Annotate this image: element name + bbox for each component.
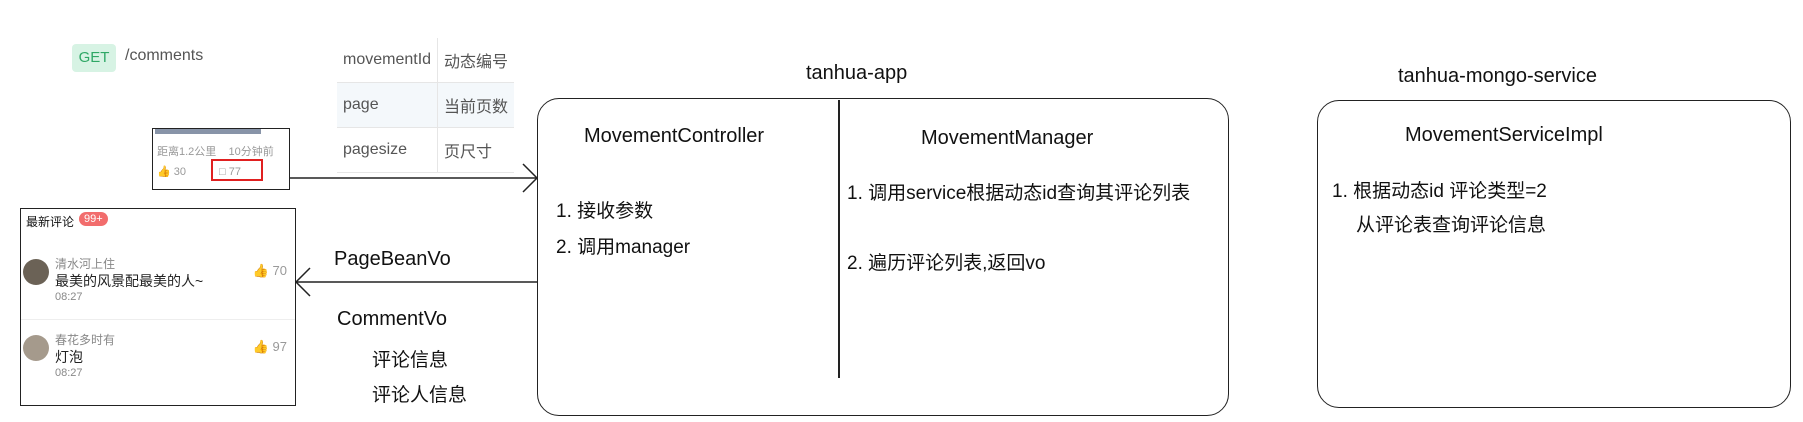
manager-title: MovementManager	[921, 127, 1094, 149]
comment-item: 春花多时有 灯泡 08:27 👍 97	[21, 329, 295, 389]
controller-step-1: 1. 接收参数	[556, 201, 654, 222]
comments-count-badge: 99+	[79, 212, 108, 226]
param-row: page 当前页数	[337, 82, 515, 128]
comment-like-count: 70	[272, 263, 287, 278]
comment-like[interactable]: 👍 70	[253, 263, 287, 279]
comment-time: 08:27	[55, 291, 83, 303]
comment-icon: □	[219, 166, 226, 178]
thumb-up-icon: 👍	[252, 263, 269, 278]
param-name: pagesize	[337, 127, 439, 173]
param-row: movementId 动态编号	[337, 38, 515, 83]
comment-text: 灯泡	[55, 349, 83, 365]
controller-title: MovementController	[584, 125, 765, 147]
manager-step-2: 2. 遍历评论列表,返回vo	[847, 253, 1046, 274]
comment-item: 清水河上住 最美的风景配最美的人~ 08:27 👍 70	[21, 253, 295, 313]
service-impl-title: MovementServiceImpl	[1405, 124, 1603, 146]
controller-step-2: 2. 调用manager	[556, 237, 691, 258]
app-divider	[838, 100, 840, 378]
like-count[interactable]: 👍 30	[157, 165, 186, 178]
commenter-name: 春花多时有	[55, 333, 116, 347]
http-method-badge: GET	[72, 44, 116, 72]
like-count-value: 30	[173, 166, 187, 178]
comment-text: 最美的风景配最美的人~	[55, 273, 204, 289]
commenter-name: 清水河上住	[55, 257, 116, 271]
movement-card: 距离1.2公里 10分钟前 👍 30 □ 77	[152, 128, 290, 190]
endpoint-path: /comments	[125, 47, 204, 64]
param-desc: 当前页数	[437, 82, 515, 128]
comment-count-value: 77	[228, 166, 241, 178]
comments-panel: 最新评论 99+ 清水河上住 最美的风景配最美的人~ 08:27 👍 70 春花…	[20, 208, 296, 406]
comment-time: 08:27	[55, 367, 83, 379]
param-row: pagesize 页尺寸	[337, 127, 515, 173]
distance-text: 距离1.2公里	[157, 146, 217, 158]
param-name: page	[337, 82, 439, 128]
image-strip	[155, 129, 261, 134]
thumb-up-icon: 👍	[157, 166, 171, 178]
param-name: movementId	[337, 38, 439, 83]
avatar	[23, 335, 49, 361]
avatar	[23, 259, 49, 285]
commenter-info-label: 评论人信息	[372, 385, 468, 406]
comment-like[interactable]: 👍 97	[253, 339, 287, 355]
params-table: movementId 动态编号 page 当前页数 pagesize 页尺寸	[337, 38, 515, 173]
param-desc: 动态编号	[437, 38, 515, 83]
mongo-service-box	[1317, 100, 1791, 408]
response-arrowhead	[294, 267, 311, 297]
service-step-1-detail: 从评论表查询评论信息	[1356, 215, 1547, 236]
card-meta: 距离1.2公里 10分钟前	[157, 143, 274, 159]
app-title: tanhua-app	[806, 62, 908, 84]
time-text: 10分钟前	[228, 146, 274, 158]
service-step-1: 1. 根据动态id 评论类型=2	[1332, 181, 1547, 202]
pagebeanvo-label: PageBeanVo	[334, 248, 451, 270]
manager-step-1: 1. 调用service根据动态id查询其评论列表	[847, 183, 1191, 204]
commentvo-label: CommentVo	[337, 308, 448, 330]
comment-like-count: 97	[272, 339, 287, 354]
divider	[21, 319, 295, 320]
comments-title: 最新评论	[26, 215, 75, 229]
comment-count-highlight[interactable]: □ 77	[211, 159, 263, 181]
comment-info-label: 评论信息	[372, 350, 449, 371]
thumb-up-icon: 👍	[252, 339, 269, 354]
tanhua-app-box	[537, 98, 1229, 416]
mongo-service-title: tanhua-mongo-service	[1398, 65, 1597, 87]
param-desc: 页尺寸	[437, 127, 515, 173]
